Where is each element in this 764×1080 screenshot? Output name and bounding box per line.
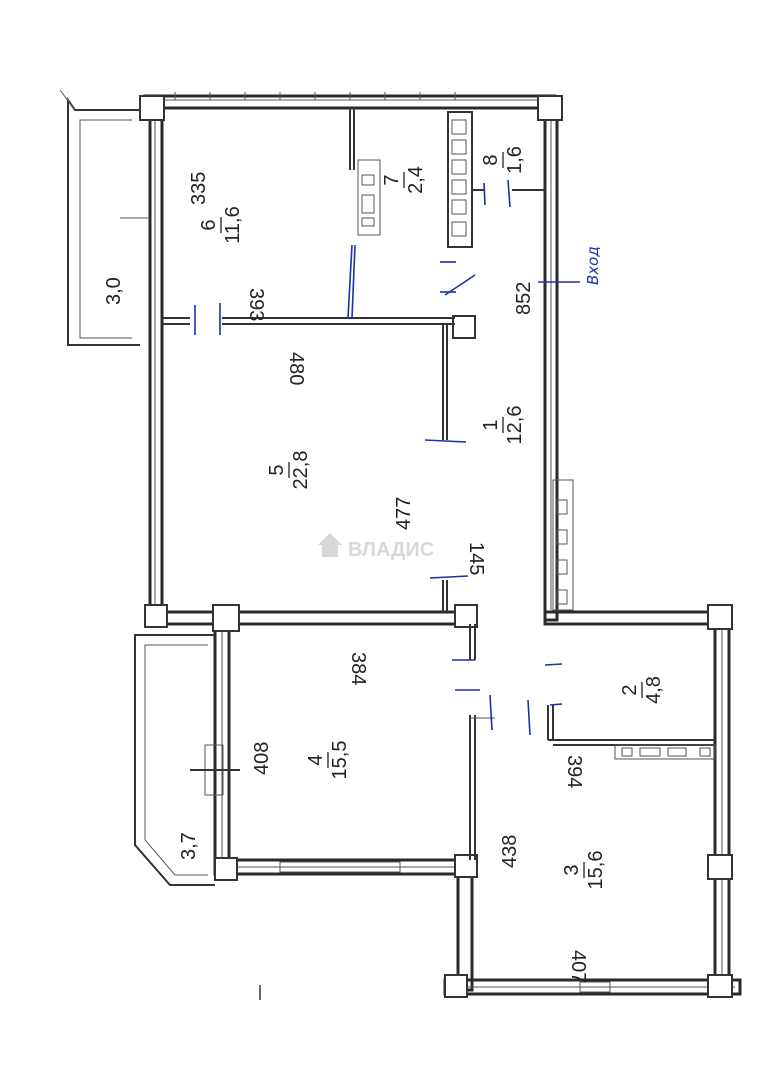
room-8-label: 8 1,6	[480, 146, 526, 174]
dim-394: 394	[563, 755, 585, 788]
svg-text:2,4: 2,4	[405, 166, 427, 194]
dim-438: 438	[499, 835, 521, 868]
dim-407: 407	[567, 950, 589, 983]
room-4-label: 4 15,5	[305, 741, 351, 780]
room-5-label: 5 22,8	[266, 451, 312, 490]
svg-text:4: 4	[305, 754, 327, 765]
room-1-label: 1 12,6	[480, 406, 526, 445]
handwritten-annotations: Вход	[194, 179, 602, 736]
dim-145: 145	[465, 542, 487, 575]
dim-384: 384	[347, 652, 369, 685]
svg-text:8: 8	[480, 154, 502, 165]
svg-text:2: 2	[619, 684, 641, 695]
svg-text:5: 5	[266, 464, 288, 475]
watermark-text: ВЛАДИС	[348, 539, 434, 561]
room-6-label: 6 11,6	[198, 206, 244, 243]
dim-480: 480	[285, 352, 307, 385]
svg-text:15,5: 15,5	[329, 741, 351, 780]
svg-text:1,6: 1,6	[504, 146, 526, 174]
svg-text:3: 3	[561, 864, 583, 875]
dim-477: 477	[393, 497, 415, 530]
watermark: ВЛАДИС	[318, 533, 434, 561]
svg-text:22,8: 22,8	[290, 451, 312, 490]
dim-335: 335	[188, 172, 210, 205]
svg-text:12,6: 12,6	[504, 406, 526, 445]
svg-text:7: 7	[381, 174, 403, 185]
room-2-label: 2 4,8	[619, 676, 665, 704]
svg-text:11,6: 11,6	[222, 206, 244, 243]
dim-852: 852	[513, 282, 535, 315]
entrance-note: Вход	[584, 246, 602, 285]
svg-text:6: 6	[198, 219, 220, 230]
dim-408: 408	[251, 742, 273, 775]
svg-text:1: 1	[480, 419, 502, 430]
balcony-bottom-area: 3,7	[178, 832, 200, 860]
interior-walls	[162, 108, 716, 860]
balcony-top-area: 3,0	[103, 277, 125, 305]
svg-text:4,8: 4,8	[643, 676, 665, 704]
dim-393: 393	[245, 288, 267, 321]
window-marks	[120, 92, 611, 993]
svg-text:15,6: 15,6	[585, 851, 607, 890]
room-7-label: 7 2,4	[381, 166, 427, 194]
balcony-top	[59, 89, 140, 346]
columns	[139, 95, 733, 998]
room-3-label: 3 15,6	[561, 851, 607, 890]
